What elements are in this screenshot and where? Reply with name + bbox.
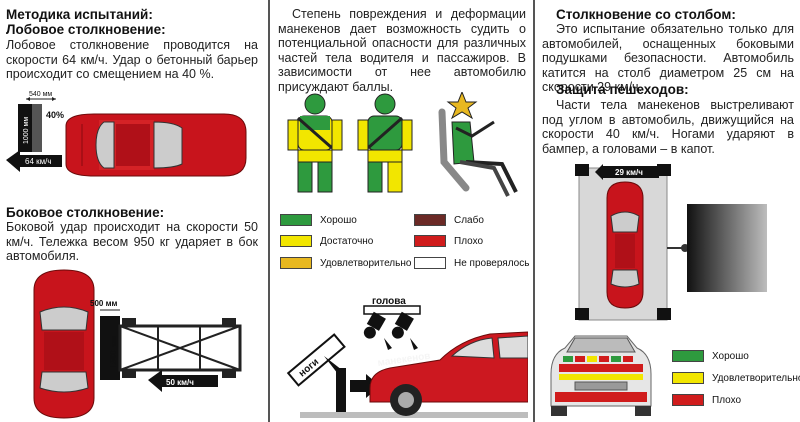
legend-item-not-tested: Не проверялось (414, 257, 529, 269)
frontal-dim-width: 540 мм (29, 91, 52, 98)
side-text: Боковой удар происходит на скорости 50 к… (6, 220, 258, 263)
pole-text: Это испытание обязательно только для авт… (542, 22, 794, 94)
frontal-offset-label: 40% (46, 110, 64, 120)
legend-label: Хорошо (320, 214, 357, 226)
legend-label: Достаточно (320, 235, 374, 247)
legend-swatch (414, 257, 446, 269)
legend-swatch (672, 350, 704, 362)
legend-swatch (414, 235, 446, 247)
ped-legend-item-satisfactory: Удовлетворительно (672, 372, 800, 384)
legend-item-good: Хорошо (280, 214, 357, 226)
frontal-car (65, 113, 247, 177)
side-car (33, 269, 95, 419)
column-divider-left (268, 0, 270, 422)
methodology-title: Методика испытаний: (6, 7, 153, 22)
pedestrian-text: Части тела манекенов выстреливают под уг… (542, 98, 794, 156)
dummy-driver (287, 93, 343, 193)
legend-item-adequate: Достаточно (280, 235, 373, 247)
side-heading: Боковое столкновение: (6, 205, 165, 220)
ped-legend-item-poor: Плохо (672, 394, 741, 406)
frontal-text: Лобовое столкновение проводится на скоро… (6, 38, 258, 81)
pedestrian-test-car: манекенов (369, 331, 528, 416)
frontal-dim-height: 1000 мм (23, 117, 30, 144)
legend-swatch (672, 394, 704, 406)
legend-swatch (280, 257, 312, 269)
dummies-illustration (287, 92, 518, 197)
legend-item-satisfactory: Удовлетворительно (280, 257, 411, 269)
legend-label: Удовлетворительно (320, 257, 412, 269)
head-label: голова (372, 296, 406, 307)
side-dim-length: 1500 мм (109, 336, 118, 368)
legend-label: Удовлетворительно (712, 372, 800, 384)
ped-legend-item-good: Хорошо (672, 350, 749, 362)
legend-swatch (280, 235, 312, 247)
pedestrian-rating-car (550, 335, 652, 416)
frontal-speed-label: 64 км/ч (25, 157, 52, 166)
dummy-intro-text: Степень повреждения и деформации манекен… (278, 7, 526, 94)
legend-label: Плохо (712, 394, 742, 406)
side-crash-illustration: 500 мм 1500 мм 50 км/ч (33, 269, 242, 419)
legend-label: Слабо (454, 214, 484, 226)
legend-label: Плохо (454, 235, 484, 247)
pedestrian-impact-illustration: ноги голова манекенов (286, 296, 528, 418)
pole-crash-illustration: 29 км/ч (575, 164, 767, 321)
side-dim-width: 500 мм (90, 299, 117, 308)
legend-label: Не проверялось (454, 257, 530, 269)
side-speed-label: 50 км/ч (166, 378, 194, 387)
legend-label: Хорошо (712, 350, 749, 362)
legend-swatch (672, 372, 704, 384)
column-divider-right (533, 0, 535, 422)
pole-speed-label: 29 км/ч (615, 168, 643, 177)
pole-heading: Столкновение со столбом: (556, 7, 736, 22)
legend-swatch (414, 214, 446, 226)
dummy-side-seated (438, 92, 518, 197)
frontal-heading: Лобовое столкновение: (6, 22, 166, 37)
frontal-crash-illustration: 540 мм 1000 мм 40% 64 км/ч (6, 91, 247, 177)
pedestrian-heading: Защита пешеходов: (556, 82, 689, 97)
legend-item-weak: Слабо (414, 214, 484, 226)
dummy-passenger (357, 93, 413, 193)
legend-swatch (280, 214, 312, 226)
legend-item-poor: Плохо (414, 235, 483, 247)
